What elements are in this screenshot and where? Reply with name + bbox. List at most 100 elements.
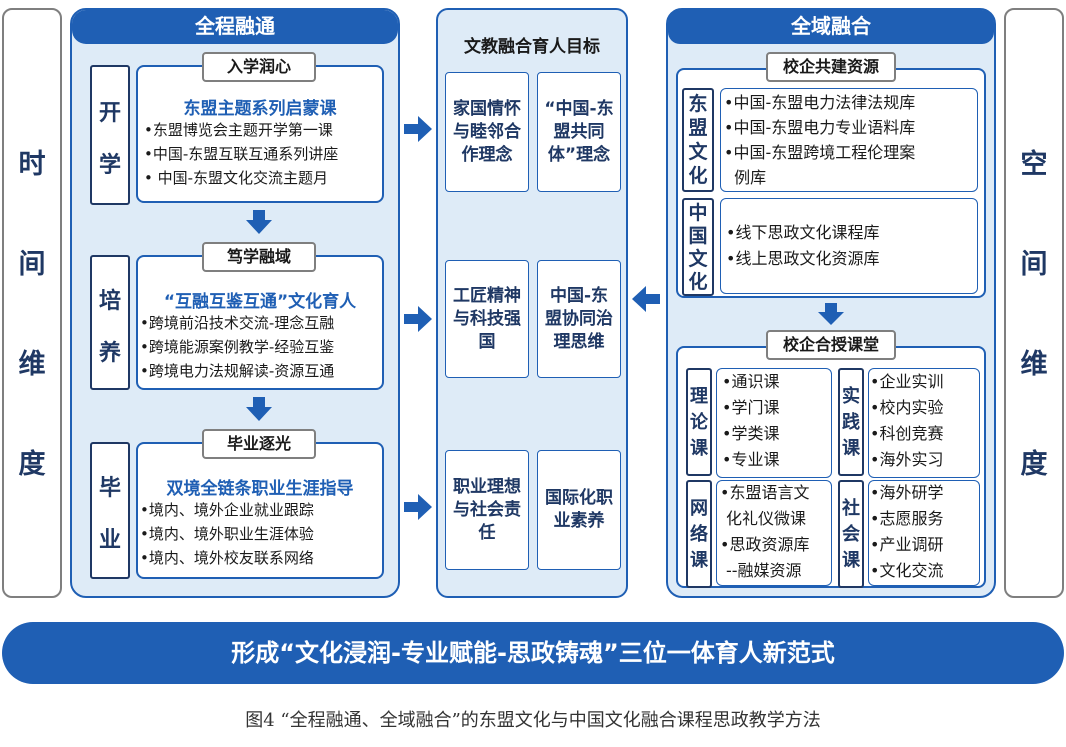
- right-arrow-icon: [404, 116, 432, 142]
- group-label-char: 中: [688, 202, 708, 224]
- stage-tag-graduation: 毕业逐光: [202, 429, 316, 459]
- list-item: --融媒资源: [726, 561, 802, 580]
- group-label-char: 盟: [688, 117, 708, 139]
- space-dimension-box: 空 间 维 度: [1004, 8, 1064, 598]
- social-course-label: 社 会 课: [838, 480, 864, 588]
- list-item: •中国-东盟互联互通系列讲座: [144, 145, 339, 163]
- goal-box: 工匠精神与科技强国: [445, 260, 529, 378]
- theory-course-label: 理 论 课: [686, 368, 712, 476]
- time-dimension-box: 时 间 维 度: [2, 8, 62, 598]
- goal-box: 家国情怀与睦邻合作理念: [445, 72, 529, 192]
- theory-course-panel: [716, 368, 832, 478]
- group-label-char: 国: [688, 225, 708, 247]
- asean-culture-items: •中国-东盟电力法律法规库 •中国-东盟电力专业语料库 •中国-东盟跨境工程伦理…: [724, 90, 915, 190]
- space-dimension-char: 维: [1020, 349, 1048, 380]
- practice-course-label: 实 践 课: [838, 368, 864, 476]
- right-arrow-icon: [404, 306, 432, 332]
- resources-tag: 校企共建资源: [766, 52, 896, 82]
- list-item: •境内、境外职业生涯体验: [140, 525, 314, 543]
- list-item: •东盟博览会主题开学第一课: [144, 121, 333, 139]
- asean-culture-panel: [720, 88, 978, 192]
- group-label-char: 实: [842, 386, 860, 407]
- group-label-char: 化: [688, 165, 708, 187]
- space-dimension-char: 间: [1020, 249, 1048, 280]
- list-item: •跨境电力法规解读-资源互通: [140, 362, 335, 380]
- time-dimension-char: 维: [18, 349, 46, 380]
- down-arrow-icon: [818, 303, 844, 325]
- group-label-char: 践: [842, 412, 860, 433]
- group-label-char: 课: [842, 438, 860, 459]
- stage-label-enrollment: 开 学: [90, 65, 130, 205]
- online-course-panel: [716, 480, 832, 586]
- list-item: •文化交流: [870, 561, 944, 580]
- list-item: • 中国-东盟文化交流主题月: [144, 169, 329, 187]
- down-arrow-icon: [246, 397, 272, 421]
- goal-box: 职业理想与社会责任: [445, 450, 529, 570]
- chinese-culture-items: •线下思政文化课程库 •线上思政文化资源库: [726, 220, 879, 272]
- down-arrow-icon: [246, 210, 272, 234]
- list-item: •科创竞赛: [870, 424, 944, 443]
- asean-culture-label: 东 盟 文 化: [682, 88, 714, 192]
- stage-heading-cultivation: “互融互鉴互通”文化育人: [163, 292, 357, 312]
- practice-course-items: •企业实训 •校内实验 •科创竞赛 •海外实习: [870, 369, 943, 473]
- stage-heading-graduation: 双境全链条职业生涯指导: [166, 479, 354, 499]
- group-label-char: 课: [842, 550, 860, 571]
- group-label-char: 东: [688, 93, 708, 115]
- list-item: •中国-东盟电力专业语料库: [724, 118, 916, 137]
- list-item: •线下思政文化课程库: [726, 223, 880, 242]
- list-item: •境内、境外校友联系网络: [140, 549, 314, 567]
- list-item: •专业课: [722, 450, 780, 469]
- group-label-char: 论: [690, 412, 708, 433]
- space-dimension-char: 度: [1020, 449, 1048, 480]
- goal-box: “中国-东盟共同体”理念: [537, 72, 621, 192]
- list-item: •思政资源库: [720, 535, 810, 554]
- theory-course-items: •通识课 •学门课 •学类课 •专业课: [722, 369, 779, 473]
- group-label-char: 会: [842, 524, 860, 545]
- group-label-char: 课: [690, 438, 708, 459]
- stage-label-char: 业: [98, 528, 121, 553]
- list-item: 化礼仪微课: [726, 509, 807, 528]
- right-arrow-icon: [404, 494, 432, 520]
- stage-tag-enrollment: 入学润心: [202, 52, 316, 82]
- goal-box: 国际化职业素养: [537, 450, 621, 570]
- stage-items-cultivation: •跨境前沿技术交流-理念互融 •跨境能源案例教学-经验互鉴 •跨境电力法规解读-…: [140, 311, 334, 383]
- group-label-char: 社: [842, 498, 860, 519]
- group-label-char: 网: [690, 498, 708, 519]
- list-item: •境内、境外企业就业跟踪: [140, 501, 314, 519]
- group-label-char: 理: [690, 386, 708, 407]
- group-label-char: 文: [688, 141, 708, 163]
- full-process-title: 全程融通: [72, 10, 398, 44]
- group-label-char: 化: [688, 271, 708, 293]
- online-course-items: •东盟语言文 化礼仪微课 •思政资源库 --融媒资源: [720, 480, 809, 584]
- stage-label-char: 养: [98, 341, 121, 366]
- list-item: •中国-东盟跨境工程伦理案: [724, 143, 916, 162]
- list-item: •海外实习: [870, 450, 944, 469]
- list-item: •海外研学: [870, 483, 944, 502]
- list-item: •跨境前沿技术交流-理念互融: [140, 314, 335, 332]
- left-arrow-icon: [632, 286, 660, 312]
- social-course-panel: [868, 480, 980, 586]
- list-item: •线上思政文化资源库: [726, 249, 880, 268]
- list-item: •中国-东盟电力法律法规库: [724, 93, 916, 112]
- list-item: •学门课: [722, 398, 780, 417]
- time-dimension-char: 时: [18, 149, 46, 180]
- list-item: •产业调研: [870, 535, 944, 554]
- stage-items-graduation: •境内、境外企业就业跟踪 •境内、境外职业生涯体验 •境内、境外校友联系网络: [140, 498, 314, 570]
- group-label-char: 络: [690, 524, 708, 545]
- goals-title: 文教融合育人目标: [464, 37, 600, 57]
- list-item: •学类课: [722, 424, 780, 443]
- stage-label-graduation: 毕 业: [90, 442, 130, 579]
- time-dimension-char: 间: [18, 249, 46, 280]
- stage-tag-cultivation: 笃学融域: [202, 242, 316, 272]
- stage-panel-cultivation: [136, 255, 384, 390]
- list-item: •校内实验: [870, 398, 944, 417]
- practice-course-panel: [868, 368, 980, 478]
- chinese-culture-panel: [720, 198, 978, 294]
- list-item: 例库: [724, 168, 767, 187]
- online-course-label: 网 络 课: [686, 480, 712, 588]
- goal-box: 中国-东盟协同治理思维: [537, 260, 621, 378]
- list-item: •志愿服务: [870, 509, 944, 528]
- stage-label-char: 培: [98, 289, 121, 314]
- stage-label-cultivation: 培 养: [90, 255, 130, 390]
- list-item: •通识课: [722, 372, 780, 391]
